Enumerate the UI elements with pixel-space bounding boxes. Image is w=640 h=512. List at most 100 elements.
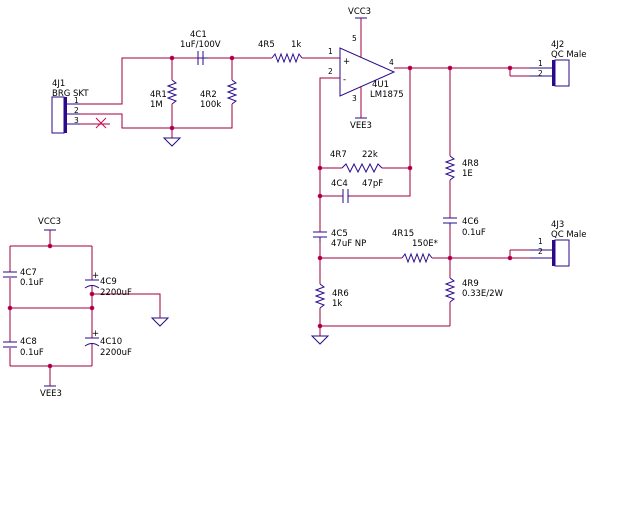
opamp-pin-4-label: 4: [389, 58, 394, 67]
supply-vee-label: VEE3: [40, 389, 62, 399]
resistor-4r7: 4R7 22k: [330, 150, 383, 174]
r7-value-label: 22k: [362, 150, 378, 160]
r6-ref-label: 4R6: [332, 289, 349, 299]
junction-dot: [507, 65, 513, 71]
r2-value-label: 100k: [200, 100, 221, 110]
c4-value-label: 47pF: [362, 179, 383, 189]
c4-ref-label: 4C4: [331, 179, 348, 189]
opamp-pin-5-label: 5: [352, 34, 357, 43]
junction-dot: [317, 165, 323, 171]
opamp-minus-sign: -: [343, 75, 346, 85]
vee-power-port: VEE3: [350, 86, 372, 131]
j3-pin-1-label: 1: [538, 237, 543, 246]
j2-ref-label: 4J2: [551, 40, 564, 50]
junction-dot: [89, 291, 95, 297]
junction-dot: [317, 193, 323, 199]
opamp-pin-2-label: 2: [328, 67, 333, 76]
c8-value-label: 0.1uF: [20, 348, 44, 358]
capacitor-4c6: 4C6 0.1uF: [443, 217, 486, 238]
junction-dot: [447, 255, 453, 261]
connector-4j3: 1 2 4J3 QC Male: [530, 220, 586, 267]
r7-ref-label: 4R7: [330, 150, 347, 160]
c6-ref-label: 4C6: [462, 217, 479, 227]
c8-ref-label: 4C8: [20, 337, 37, 347]
j1-ref-label: 4J1: [52, 79, 65, 89]
resistor-4r9: 4R9 0.33E/2W: [444, 277, 504, 303]
r6-value-label: 1k: [332, 299, 342, 309]
c9-value-label: 2200uF: [100, 288, 132, 298]
junction-dot: [169, 55, 175, 61]
supply-vee-port: VEE3: [40, 385, 62, 399]
junction-dot: [47, 363, 53, 369]
resistor-4r6: 4R6 1k: [314, 283, 349, 309]
capacitor-4c9: + 4C9 2200uF: [84, 271, 132, 298]
resistor-4r2: 4R2 100k: [200, 79, 238, 110]
opamp-value-label: LM1875: [370, 90, 404, 100]
junction-dot: [89, 305, 95, 311]
vcc-power-port: VCC3: [348, 7, 371, 58]
j3-value-label: QC Male: [551, 230, 586, 240]
j3-pin-2-label: 2: [538, 247, 543, 256]
junction-dot: [407, 165, 413, 171]
c5-value-label: 47uF NP: [331, 239, 366, 249]
junction-dot: [317, 255, 323, 261]
opamp-pin-3-label: 3: [352, 94, 357, 103]
capacitor-4c4: 4C4 47pF: [331, 179, 383, 203]
opamp-vcc-label: VCC3: [348, 7, 371, 17]
resistor-4r15: 4R15 150E*: [392, 229, 438, 264]
j2-pin-1-label: 1: [538, 59, 543, 68]
capacitor-4c7: 4C7 0.1uF: [3, 268, 44, 288]
c10-value-label: 2200uF: [100, 348, 132, 358]
resistor-4r1: 4R1 1M: [150, 79, 178, 110]
input-wiring: [80, 57, 340, 138]
junction-dot: [317, 323, 323, 329]
opamp-plus-sign: +: [343, 57, 350, 67]
junction-dot: [407, 65, 413, 71]
opamp-ref-label: 4U1: [372, 80, 389, 90]
junction-dot: [169, 125, 175, 131]
capacitor-4c8: 4C8 0.1uF: [3, 337, 44, 358]
resistor-4r8: 4R8 1E: [444, 155, 479, 181]
c1-ref-label: 4C1: [190, 30, 207, 40]
j1-pin-1-label: 1: [74, 96, 79, 105]
r8-ref-label: 4R8: [462, 159, 479, 169]
j1-pin-3-label: 3: [74, 116, 79, 125]
no-connect-mark: [95, 117, 107, 129]
c7-value-label: 0.1uF: [20, 278, 44, 288]
junction-dot: [507, 255, 513, 261]
ground-symbol: [310, 335, 330, 345]
r9-value-label: 0.33E/2W: [462, 289, 504, 299]
ground-symbol: [162, 137, 182, 147]
c9-polarity-sign: +: [92, 271, 99, 281]
resistor-4r5: 4R5 1k: [258, 40, 303, 64]
junction-dot: [47, 243, 53, 249]
r1-value-label: 1M: [150, 100, 163, 110]
r2-ref-label: 4R2: [200, 90, 217, 100]
opamp-4u1: + - 1 2 5 3 4 4U1 LM1875: [328, 34, 404, 103]
junction-dot: [229, 55, 235, 61]
c10-polarity-sign: +: [92, 329, 99, 339]
j3-ref-label: 4J3: [551, 220, 564, 230]
c5-ref-label: 4C5: [331, 229, 348, 239]
j1-pin-2-label: 2: [74, 106, 79, 115]
connector-4j1: 4J1 BRG SKT 1 2 3: [51, 79, 89, 134]
c9-ref-label: 4C9: [100, 277, 117, 287]
r15-ref-label: 4R15: [392, 229, 414, 239]
supply-wiring: [9, 230, 161, 386]
r8-value-label: 1E: [462, 169, 473, 179]
r9-ref-label: 4R9: [462, 279, 479, 289]
capacitor-4c1: 4C1 1uF/100V: [180, 30, 221, 65]
opamp-vee-label: VEE3: [350, 121, 372, 131]
supply-vcc-label: VCC3: [38, 217, 61, 227]
connector-4j2: 1 2 4J2 QC Male: [530, 40, 586, 87]
c7-ref-label: 4C7: [20, 268, 37, 278]
junction-dot: [447, 65, 453, 71]
c1-value-label: 1uF/100V: [180, 40, 221, 50]
r5-value-label: 1k: [291, 40, 301, 50]
j1-value-label: BRG SKT: [52, 89, 89, 99]
r5-ref-label: 4R5: [258, 40, 275, 50]
capacitor-4c10: + 4C10 2200uF: [84, 329, 132, 358]
c10-ref-label: 4C10: [100, 337, 122, 347]
c6-value-label: 0.1uF: [462, 228, 486, 238]
